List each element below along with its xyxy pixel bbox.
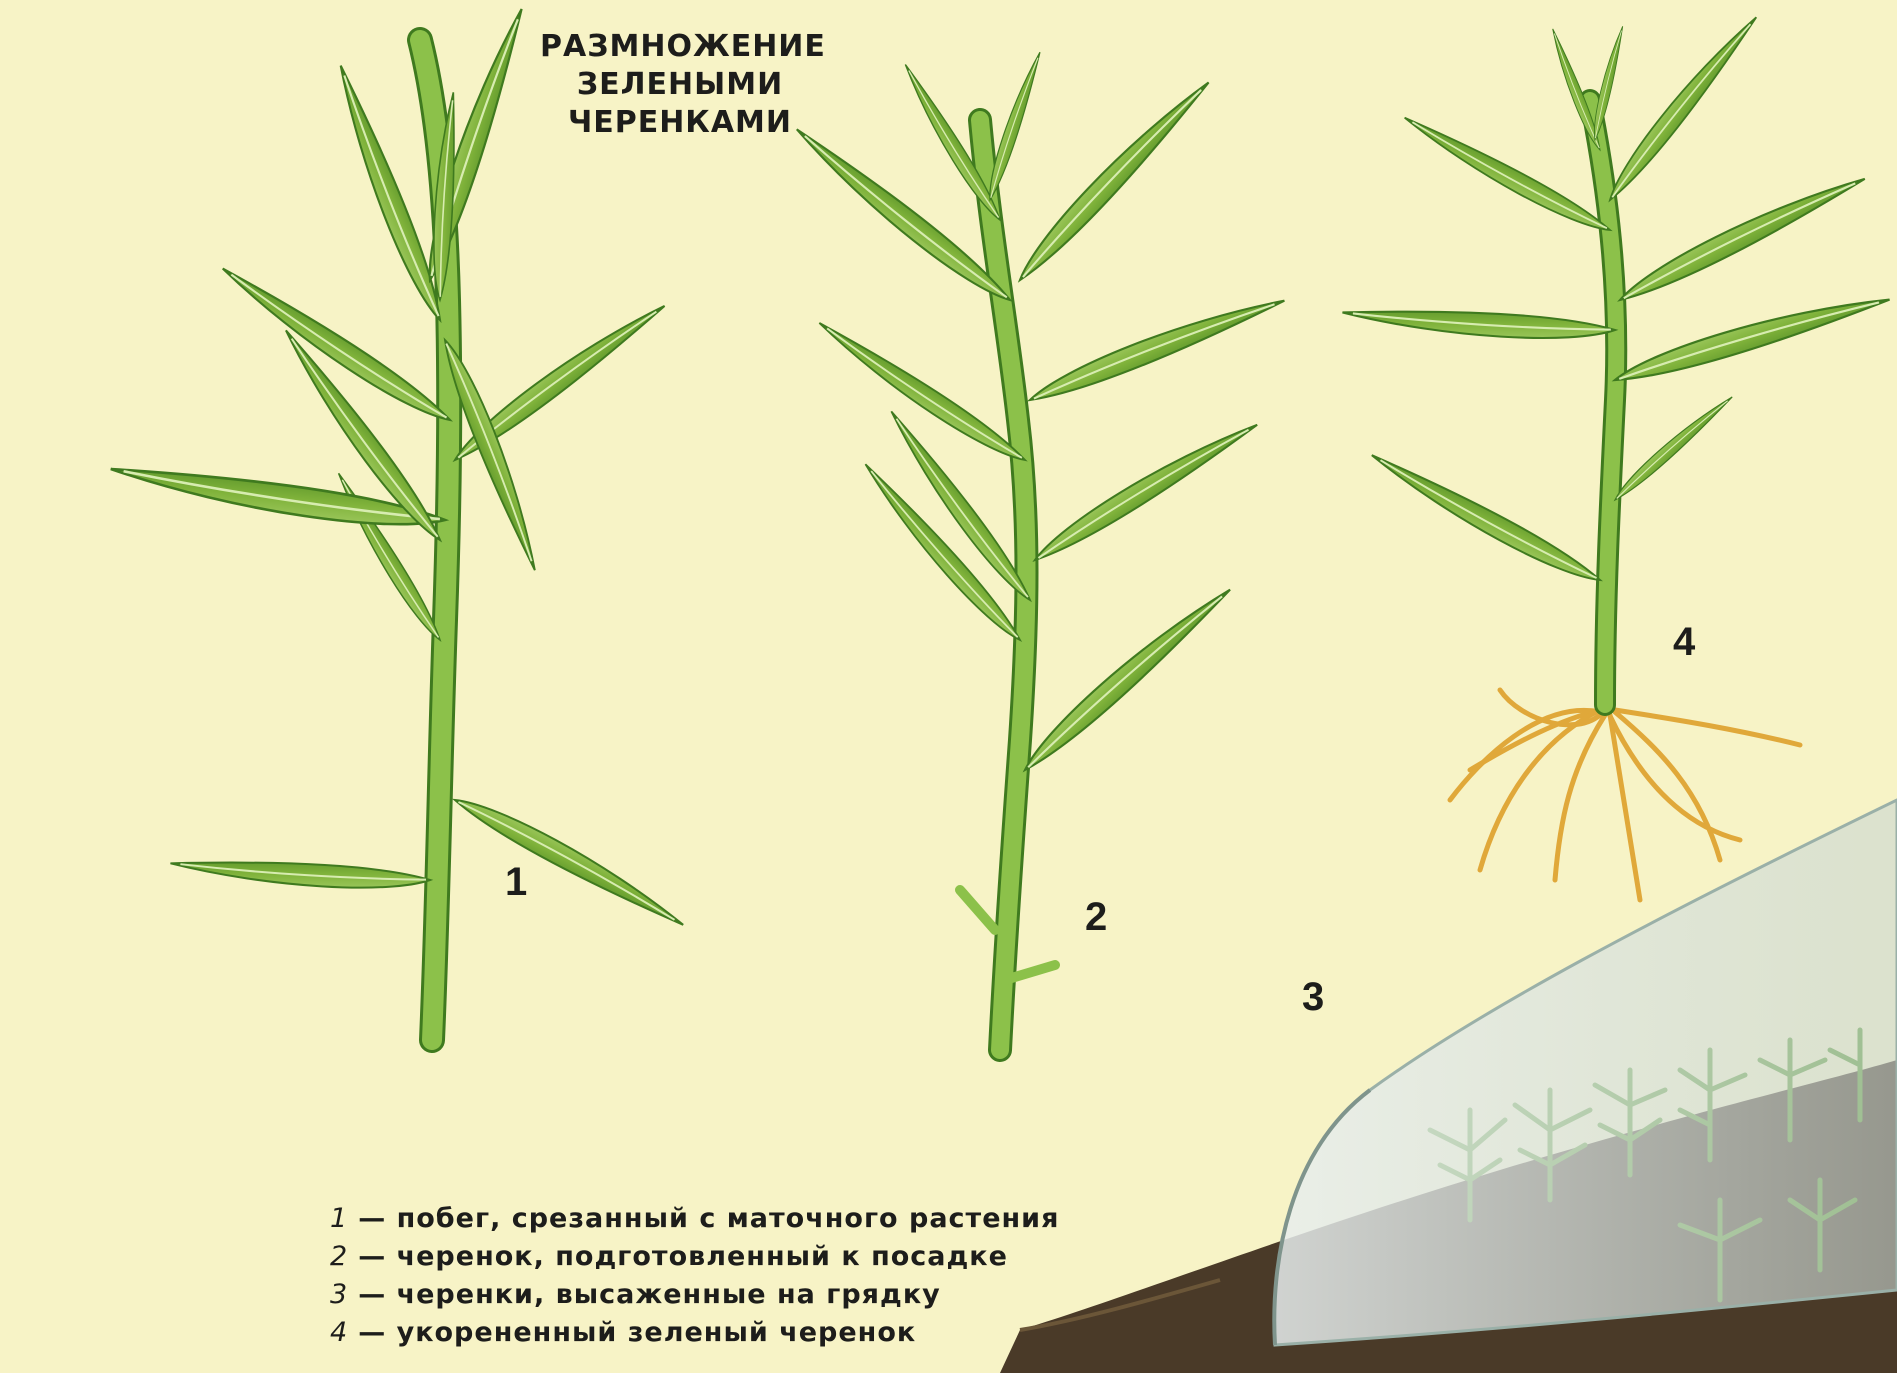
- page-title: РАЗМНОЖЕНИЕ ЗЕЛЕНЫМИ ЧЕРЕНКАМИ: [540, 28, 820, 142]
- legend-num: 1: [330, 1203, 348, 1234]
- figure-numbers: 1 2 3 4: [505, 620, 1696, 1019]
- legend-item-1: 1 — побег, срезанный с маточного растения: [330, 1200, 1330, 1238]
- roots: [1450, 690, 1800, 900]
- legend-item-3: 3 — черенки, высаженные на грядку: [330, 1276, 1330, 1314]
- legend-num: 3: [330, 1279, 348, 1310]
- legend-item-2: 2 — черенок, подготовленный к посадке: [330, 1238, 1330, 1276]
- legend-item-4: 4 — укорененный зеленый черенок: [330, 1314, 1330, 1352]
- title-line-1: РАЗМНОЖЕНИЕ: [540, 28, 820, 66]
- legend: 1 — побег, срезанный с маточного растения…: [330, 1200, 1330, 1352]
- plant-2-cutting: [790, 50, 1289, 1050]
- label-3: 3: [1302, 975, 1324, 1019]
- legend-num: 2: [330, 1241, 348, 1272]
- label-1: 1: [505, 860, 527, 904]
- title-line-2: ЗЕЛЕНЫМИ: [540, 66, 820, 104]
- legend-num: 4: [330, 1317, 348, 1348]
- plant-1-shoot: [109, 5, 689, 1040]
- legend-text: — укорененный зеленый черенок: [358, 1317, 916, 1348]
- legend-text: — побег, срезанный с маточного растения: [358, 1203, 1059, 1234]
- plant-4-rooted: [1342, 11, 1893, 900]
- legend-text: — черенки, высаженные на грядку: [358, 1279, 941, 1310]
- label-2: 2: [1085, 895, 1107, 939]
- title-line-3: ЧЕРЕНКАМИ: [540, 104, 820, 142]
- label-4: 4: [1673, 620, 1696, 664]
- legend-text: — черенок, подготовленный к посадке: [358, 1241, 1008, 1272]
